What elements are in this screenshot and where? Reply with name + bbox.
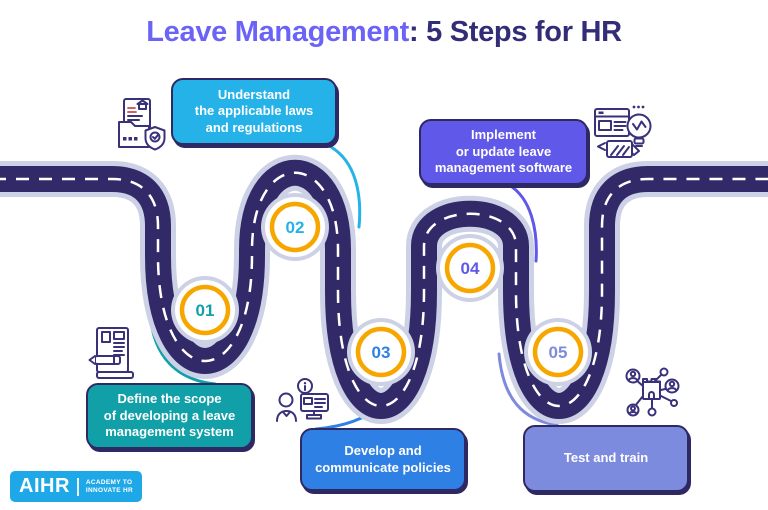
step-box-line: Develop and bbox=[344, 443, 422, 458]
step-box-line: and regulations bbox=[205, 119, 303, 135]
step-number-3: 03 bbox=[372, 343, 391, 362]
step-marker-3: 03 bbox=[347, 318, 415, 386]
step-box-line: management software bbox=[434, 160, 573, 176]
connector-step-2 bbox=[329, 145, 362, 229]
connector-step-4 bbox=[507, 183, 538, 263]
step-box-define-scope: Define the scope of developing a leave m… bbox=[86, 383, 253, 449]
logo-tagline: ACADEMY TO INNOVATE HR bbox=[86, 479, 133, 494]
document-pencil-icon bbox=[88, 327, 134, 379]
step-box-line: management system bbox=[105, 424, 234, 440]
step-box-line: Test and train bbox=[563, 450, 649, 466]
logo-divider bbox=[76, 477, 79, 496]
step-box-develop-policies: Develop and communicate policies bbox=[300, 428, 466, 491]
page-title: Leave Management: 5 Steps for HR bbox=[0, 16, 768, 49]
step-marker-4: 04 bbox=[436, 234, 504, 302]
connector-step-5 bbox=[497, 352, 559, 427]
step-number-5: 05 bbox=[549, 343, 568, 362]
step-box-line: the applicable laws bbox=[194, 103, 314, 119]
logo-tagline-line: ACADEMY TO bbox=[85, 479, 133, 486]
title-highlight: Leave Management bbox=[146, 16, 409, 48]
aihr-logo: AIHR ACADEMY TO INNOVATE HR bbox=[10, 471, 143, 502]
step-number-2: 02 bbox=[286, 218, 305, 237]
step-box-line: Define the scope bbox=[117, 391, 222, 407]
step-box-line: of developing a leave bbox=[103, 407, 236, 423]
step-box-implement-software: Implement or update leave management sof… bbox=[419, 119, 588, 185]
step-box-line: communicate policies bbox=[315, 459, 451, 475]
step-box-line: or update leave bbox=[455, 143, 552, 159]
step-box-line: Understand bbox=[217, 86, 291, 102]
step-box-line: Implement bbox=[470, 127, 536, 143]
step-marker-1: 01 bbox=[171, 276, 239, 344]
software-lightbulb-icon bbox=[594, 105, 652, 158]
step-box-understand-laws: Understand the applicable laws and regul… bbox=[171, 78, 337, 145]
logo-tagline-line: INNOVATE HR bbox=[85, 486, 134, 494]
step-box-test-train: Test and train bbox=[523, 425, 689, 492]
step-number-4: 04 bbox=[461, 259, 480, 278]
step-marker-5: 05 bbox=[524, 318, 592, 386]
aihr-logo-text: AIHR bbox=[19, 475, 70, 497]
step-marker-2: 02 bbox=[261, 193, 329, 261]
title-rest: : 5 Steps for HR bbox=[409, 16, 622, 48]
legal-document-shield-icon bbox=[118, 98, 166, 151]
step-number-1: 01 bbox=[196, 301, 215, 320]
people-network-icon bbox=[625, 367, 680, 417]
announcer-computer-icon bbox=[276, 378, 329, 422]
road-center-line bbox=[0, 171, 768, 408]
